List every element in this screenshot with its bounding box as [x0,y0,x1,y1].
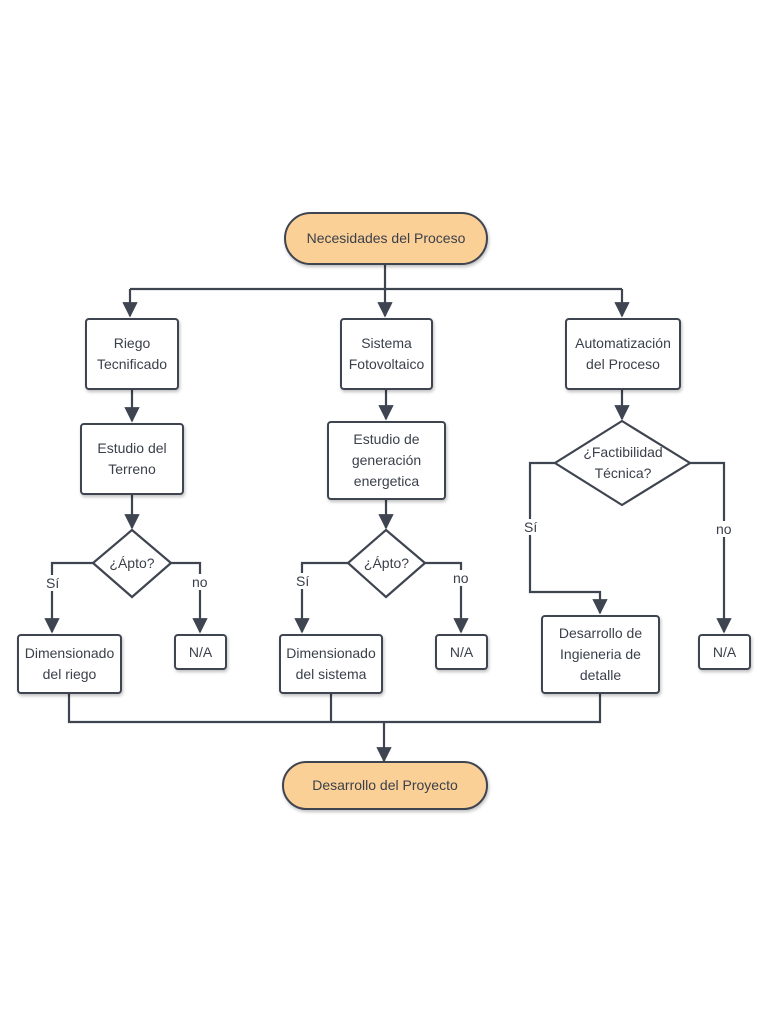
connector-apto1-no [171,561,208,634]
process-estudio-generacion: Estudio de generación energetica [327,421,446,500]
result-na-3: N/A [698,634,751,670]
end-terminal: Desarrollo del Proyecto [282,761,488,810]
process-dimensionado-sistema: Dimensionado del sistema [279,634,383,694]
process-sistema: Sistema Fotovoltaico [340,318,433,390]
connector-apto2-no [425,561,469,634]
decision-apto1-shape [91,528,173,599]
connector-merge-bus [67,694,602,724]
process-automatizacion: Automatización del Proceso [565,318,681,390]
start-terminal: Necesidades del Proceso [284,212,488,265]
process-desarrollo-ingenieria: Desarrollo de Ingieneria de detalle [541,615,660,694]
label-no-2: no [452,570,470,586]
process-dimensionado-riego: Dimensionado del riego [17,634,122,694]
connector-factibilidad-si [528,461,608,615]
connector-factibilidad-no [690,461,732,634]
label-si-2: Sí [295,573,311,589]
label-si-1: Sí [45,575,61,591]
decision-apto2: ¿Ápto? [363,554,410,571]
label-no-3: no [715,521,733,537]
label-si-3: Sí [523,519,539,535]
label-no-1: no [191,574,209,590]
decision-apto1: ¿Ápto? [109,554,155,571]
result-na-2: N/A [435,634,488,670]
decision-apto2-shape [346,528,427,599]
connector-apto2-si [294,561,348,634]
connector-apto1-si [44,561,93,634]
result-na-1: N/A [174,634,227,670]
process-riego: Riego Tecnificado [85,318,179,390]
process-estudio-terreno: Estudio del Terreno [80,423,184,495]
decision-factibilidad: ¿Factibilidad Técnica? [583,444,663,481]
decision-factibilidad-shape [552,419,693,507]
